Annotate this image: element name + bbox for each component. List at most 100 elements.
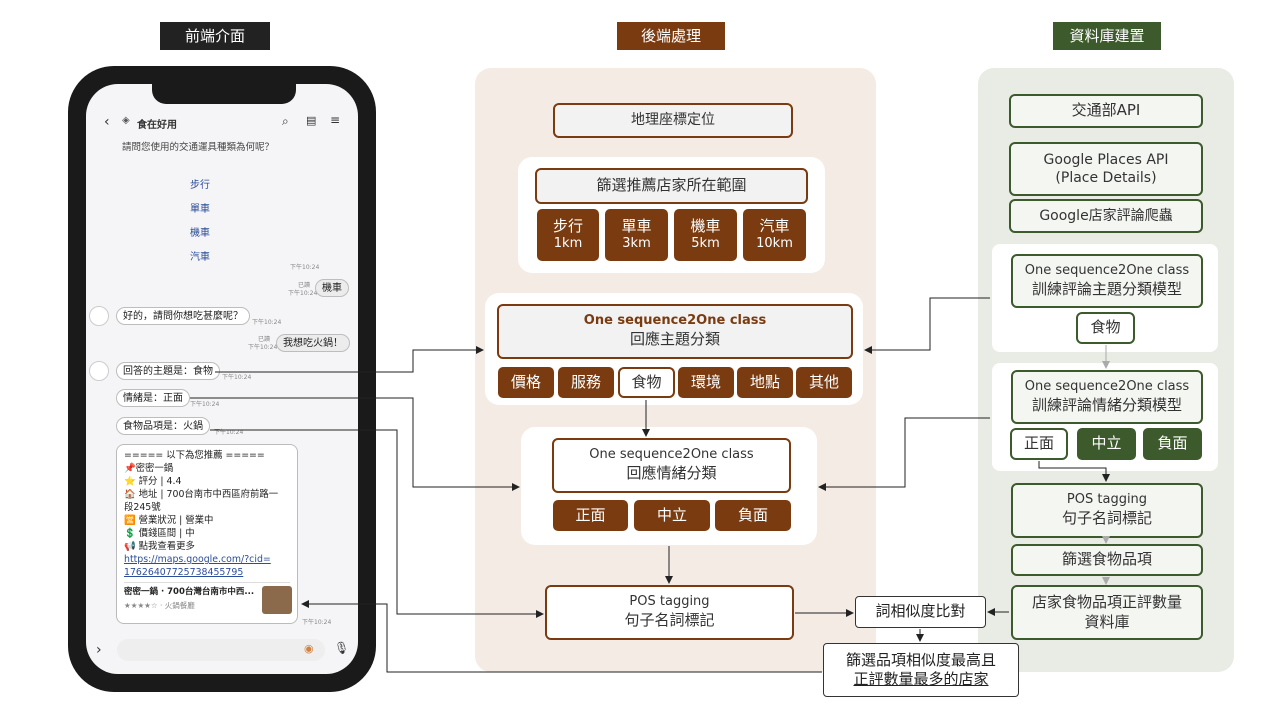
bot-message-what-eat: 好的，請問你想吃甚麼呢？ [116,307,250,325]
transport-api-box: 交通部API [1009,94,1203,128]
map-preview-thumbnail [262,586,292,614]
arrow-positive-to-db-pos [1038,461,1110,482]
review-crawler-box: Google店家評論爬蟲 [1009,199,1203,233]
map-preview[interactable]: 密密一鍋 · 700台灣台南市中西... ★★★★☆ · 火鍋餐廳 [124,582,292,616]
timestamp: 下午10:24 [290,264,320,271]
emoji-icon[interactable]: ◉ [304,642,314,655]
read-receipt: 已讀 [258,336,271,343]
transport-walk-dist: 1km [553,236,583,252]
option-scooter[interactable]: 機車 [190,228,210,239]
pos-tagging-desc: 句子名詞標記 [624,611,715,630]
chat-title: 食在好用 [137,120,177,131]
emotion-model-desc: 回應情緒分類 [626,464,717,483]
recommendation-card: ===== 以下為您推薦 ===== 📌密密一鍋 ⭐ 評分 | 4.4 🏠 地址… [116,444,298,624]
transport-scooter: 機車 5km [674,209,737,261]
food-filter-box: 篩選食物品項 [1011,544,1203,576]
user-message-hotpot: 我想吃火鍋！ [276,334,350,352]
emotion-classify-model: One sequence2One class 回應情緒分類 [552,438,791,493]
topic-train-model: One sequence2One class 訓練評論主題分類模型 [1011,254,1203,308]
transport-scooter-dist: 5km [691,236,720,252]
emotion-train-model: One sequence2One class 訓練評論情緒分類模型 [1011,370,1203,424]
map-preview-title: 密密一鍋 · 700台灣台南市中西... [124,587,254,597]
food-review-db-line1: 店家食物品項正評數量 [1031,593,1182,611]
option-car[interactable]: 汽車 [190,252,210,263]
transport-bike-dist: 3km [622,236,651,252]
places-api-box: Google Places API (Place Details) [1009,142,1203,196]
emotion-train-desc: 訓練評論情緒分類模型 [1031,395,1182,414]
topic-location: 地點 [737,367,793,398]
arrow-result-to-phone [301,600,822,673]
option-bike[interactable]: 單車 [190,204,210,215]
reco-price: 💲 價錢區間 | 中 [124,528,195,539]
emotion-model-name: One sequence2One class [589,447,754,463]
notes-icon[interactable]: ▤ [306,114,317,127]
timestamp: 下午10:24 [302,619,332,626]
bot-message-food: 食物品項是：火鍋 [116,417,210,435]
frontend-header: 前端介面 [160,22,270,50]
places-api-name: Google Places API [1043,151,1169,168]
similarity-box: 詞相似度比對 [855,596,986,628]
topic-train-food: 食物 [1076,312,1135,344]
expand-chevron-icon[interactable]: › [96,642,102,658]
topic-food: 食物 [618,367,675,398]
bot-avatar [89,361,109,381]
topic-train-desc: 訓練評論主題分類模型 [1031,279,1182,298]
reco-map-link-cont[interactable]: 17626407725738455795 [124,567,244,578]
message-input[interactable] [117,639,325,661]
database-header: 資料庫建置 [1053,22,1161,50]
arrow-db-topic-to-backend [864,297,990,354]
transport-scooter-mode: 機車 [690,216,721,235]
topic-model-name: One sequence2One class [583,313,767,329]
back-chevron-icon[interactable]: ‹ [104,114,110,130]
topic-other: 其他 [796,367,852,398]
emotion-train-positive: 正面 [1010,428,1068,460]
timestamp: 下午10:24 [214,429,244,436]
arrow-db-emotion-to-backend [818,417,990,491]
timestamp: 下午10:24 [190,401,220,408]
emotion-train-negative: 負面 [1143,428,1202,460]
reco-address: 🏠 地址 | 700台南市中西區府前路一 [124,489,279,500]
bot-message-topic: 回答的主題是：食物 [116,362,220,380]
topic-environment: 環境 [678,367,734,398]
topic-train-name: One sequence2One class [1024,262,1190,278]
menu-icon[interactable]: ≡ [330,113,341,127]
bot-avatar [89,306,109,326]
emotion-negative: 負面 [715,500,791,531]
user-message-scooter: 機車 [315,279,349,297]
backend-header: 後端處理 [617,22,725,50]
db-pos-tagging-desc: 句子名詞標記 [1061,509,1152,528]
transport-bike: 單車 3km [605,209,668,261]
pos-tagging-name: POS tagging [629,594,710,610]
reco-rating: ⭐ 評分 | 4.4 [124,476,182,487]
transport-walk: 步行 1km [537,209,599,261]
arrow-topic-to-model [215,346,484,373]
phone-notch [152,84,296,104]
pos-tagging-box: POS tagging 句子名詞標記 [545,585,794,640]
search-icon[interactable]: ⌕ [282,114,289,128]
timestamp: 下午10:24 [288,290,318,297]
reco-status: 🈺 營業狀況 | 營業中 [124,515,214,526]
microphone-icon[interactable]: 🎙 [334,641,350,655]
result-line2: 正評數量最多的店家 [853,670,989,688]
timestamp: 下午10:24 [248,344,278,351]
emotion-train-name: One sequence2One class [1024,378,1190,394]
timestamp: 下午10:24 [252,319,282,326]
topic-model-desc: 回應主題分類 [629,330,720,349]
transport-car-mode: 汽車 [759,216,790,235]
transport-walk-mode: 步行 [552,216,583,235]
db-pos-tagging-box: POS tagging 句子名詞標記 [1011,483,1203,538]
shield-icon: ◈ [122,115,130,126]
food-review-db-box: 店家食物品項正評數量 資料庫 [1011,585,1203,640]
places-api-detail: (Place Details) [1055,170,1157,186]
transport-car-dist: 10km [756,236,793,252]
reco-address-cont: 段245號 [124,502,161,513]
arrow-emotion-to-model [190,397,520,491]
arrow-food-to-pos [210,429,544,618]
reco-map-link[interactable]: https://maps.google.com/?cid= [124,554,271,565]
emotion-train-neutral: 中立 [1077,428,1136,460]
result-box: 篩選品項相似度最高且 正評數量最多的店家 [823,643,1019,697]
map-preview-sub: ★★★★☆ · 火鍋餐廳 [124,601,195,610]
option-walk[interactable]: 步行 [190,180,210,191]
timestamp: 下午10:24 [222,374,252,381]
reco-name: 📌密密一鍋 [124,463,174,474]
